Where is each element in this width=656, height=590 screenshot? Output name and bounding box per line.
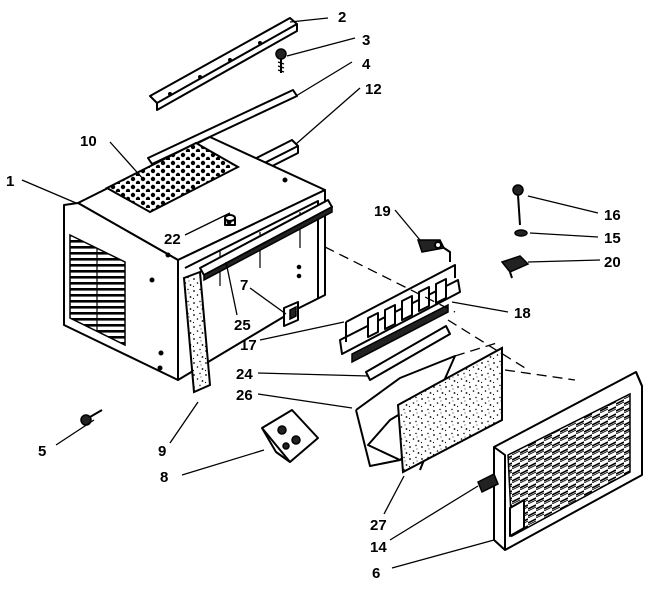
callout-24: 24 bbox=[236, 366, 253, 383]
callout-16: 16 bbox=[604, 207, 621, 224]
callout-4: 4 bbox=[362, 56, 371, 73]
callout-labels: 1 2 3 4 5 6 7 8 9 10 12 14 15 16 17 18 1… bbox=[6, 9, 621, 582]
louver-assembly-part bbox=[339, 264, 461, 364]
bar-24-part bbox=[365, 325, 451, 381]
bracket-part bbox=[283, 301, 299, 327]
callout-10: 10 bbox=[80, 133, 97, 150]
callout-5: 5 bbox=[38, 443, 46, 460]
cabinet-part bbox=[63, 136, 326, 381]
front-panel-part bbox=[493, 371, 643, 551]
callout-20: 20 bbox=[604, 254, 621, 271]
knob-part bbox=[500, 255, 530, 279]
callout-26: 26 bbox=[236, 387, 253, 404]
screw-part bbox=[275, 48, 287, 73]
gasket-part bbox=[182, 270, 212, 394]
callout-12: 12 bbox=[365, 81, 382, 98]
damper-clip-part bbox=[416, 239, 451, 262]
clip-part bbox=[261, 409, 319, 463]
leader-lines bbox=[21, 17, 601, 569]
callout-27: 27 bbox=[370, 517, 387, 534]
callout-7: 7 bbox=[240, 277, 248, 294]
panel-knob-part bbox=[477, 472, 499, 494]
rail-25-part bbox=[199, 199, 333, 282]
callout-1: 1 bbox=[6, 173, 14, 190]
callout-19: 19 bbox=[374, 203, 391, 220]
callout-2: 2 bbox=[338, 9, 346, 26]
screw-5-part bbox=[80, 409, 103, 426]
knob-screw-part bbox=[512, 184, 528, 237]
callout-17: 17 bbox=[240, 337, 257, 354]
alignment-lines bbox=[324, 246, 576, 381]
top-rail-part bbox=[149, 17, 298, 111]
callout-22: 22 bbox=[164, 231, 181, 248]
callout-14: 14 bbox=[370, 539, 387, 556]
plug-part bbox=[224, 214, 236, 226]
callout-3: 3 bbox=[362, 32, 370, 49]
callout-18: 18 bbox=[514, 305, 531, 322]
callout-8: 8 bbox=[160, 469, 168, 486]
callout-9: 9 bbox=[158, 443, 166, 460]
filter-part bbox=[396, 346, 503, 474]
callout-15: 15 bbox=[604, 230, 621, 247]
callout-6: 6 bbox=[372, 565, 380, 582]
callout-25: 25 bbox=[234, 317, 251, 334]
